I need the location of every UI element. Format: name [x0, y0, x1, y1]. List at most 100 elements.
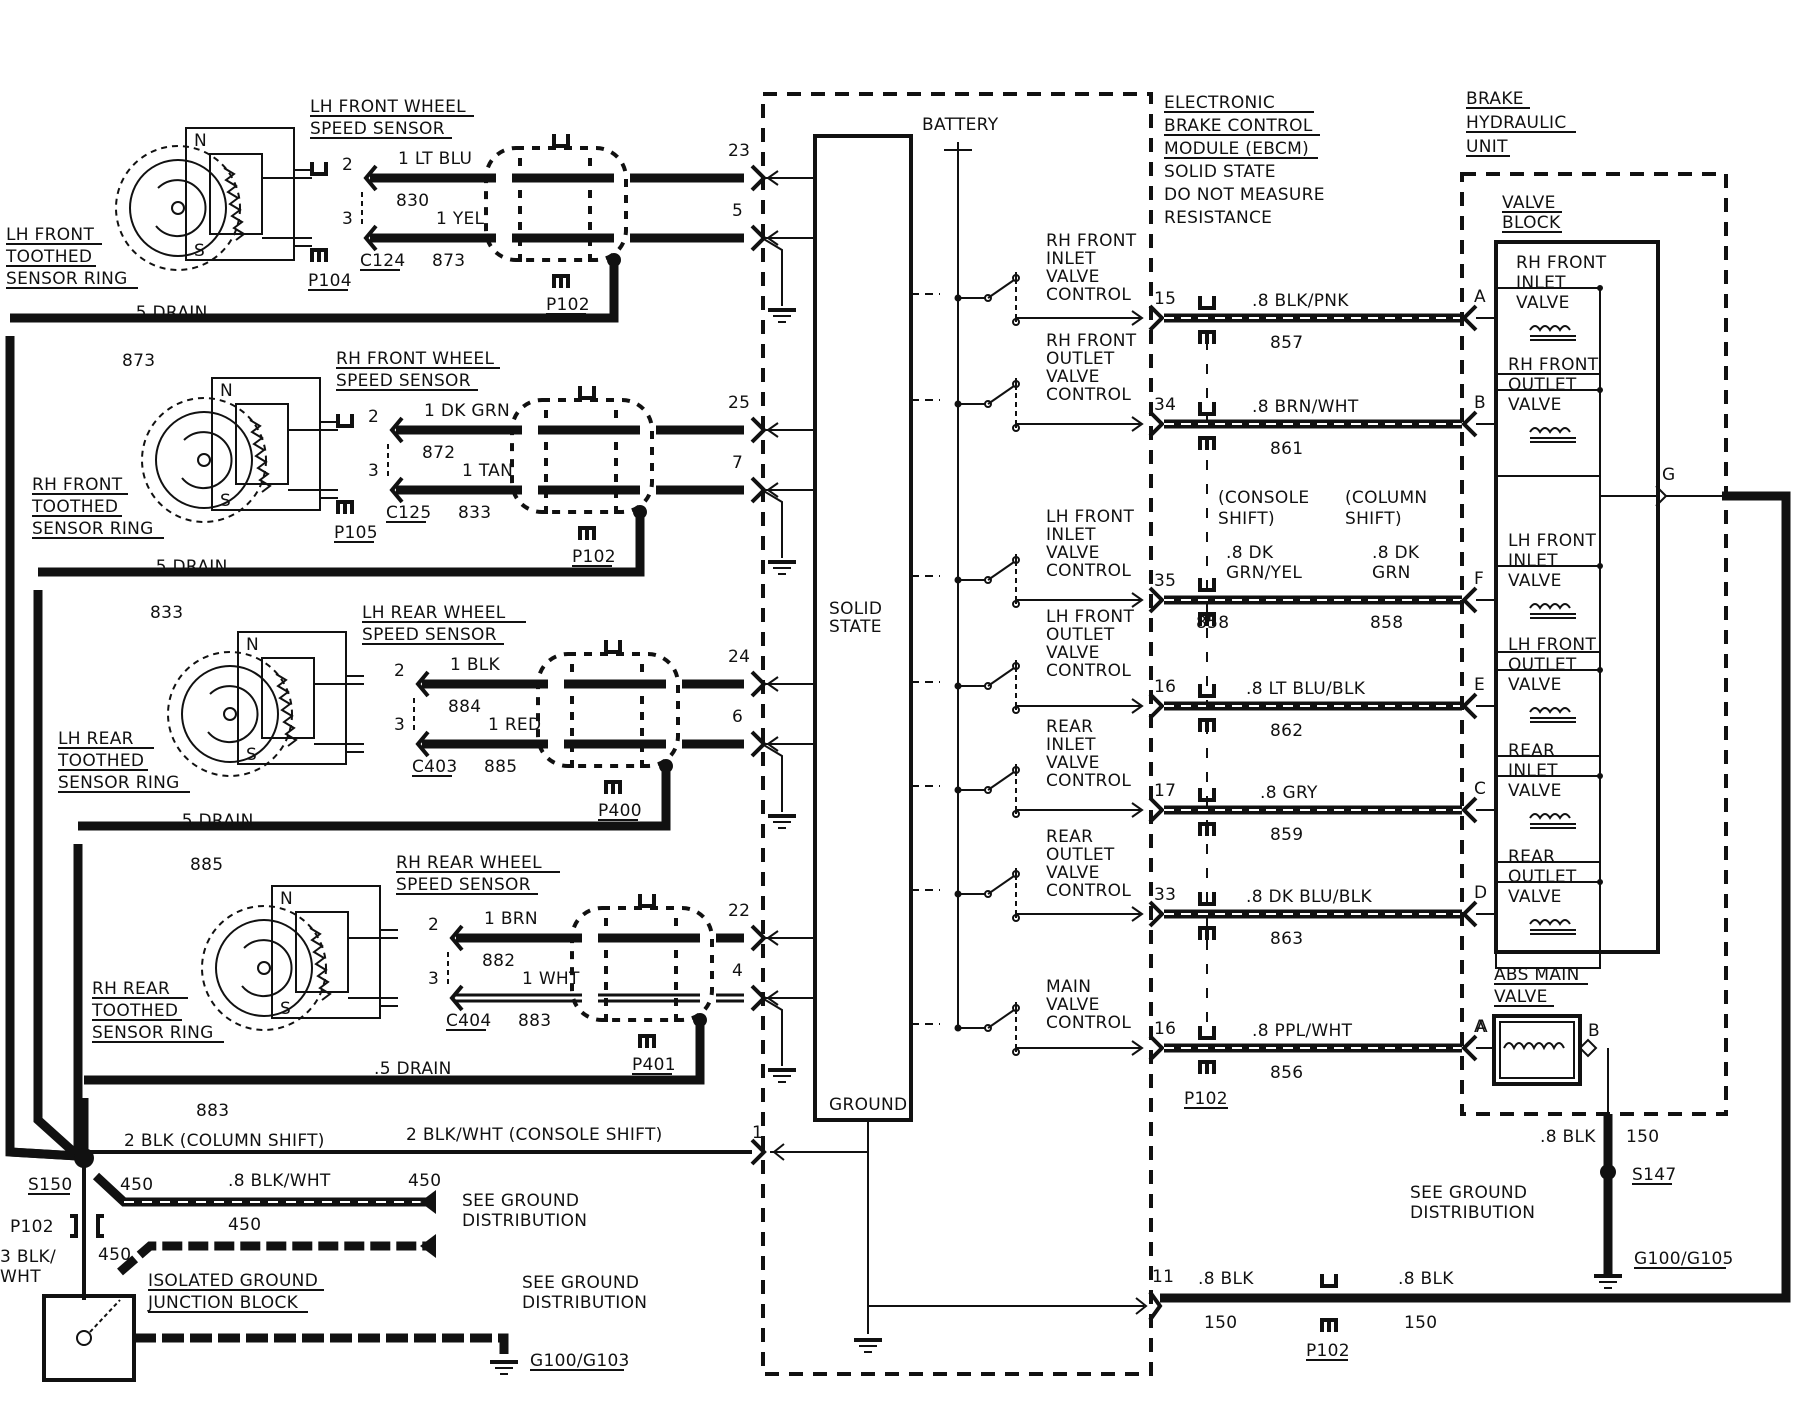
control-label-1: LH FRONT — [1046, 607, 1134, 627]
drain-collector-2 — [33, 590, 82, 1160]
bhu-valve-label-2: INLET — [1516, 273, 1566, 293]
sensor-connector-label: P104 — [308, 271, 352, 291]
connector-bottom — [449, 984, 464, 1012]
control-arrow — [1131, 698, 1144, 714]
control-label-3: VALVE — [1046, 753, 1100, 773]
pin-connector — [1148, 410, 1165, 438]
sensor-pin-bottom: 3 — [368, 461, 379, 481]
sensor-ring-label-1: LH FRONT — [6, 225, 94, 245]
p102-conn-bot-icon — [1198, 1060, 1216, 1076]
pin-connector — [1148, 796, 1165, 824]
ecu-connector-bot — [750, 730, 767, 758]
control-circuit: 862 — [1270, 721, 1303, 741]
control-wire-label: .8 BLK/PNK — [1252, 291, 1349, 311]
p102-ground-conn-bot — [1320, 1318, 1338, 1334]
g105-label: G100/G105 — [1634, 1249, 1734, 1269]
ground-label: GROUND — [829, 1095, 907, 1115]
shield-conn-bot-icon — [552, 274, 570, 290]
wire-450-label: .8 BLK/WHT — [228, 1171, 331, 1191]
drain-wire — [10, 260, 619, 323]
ecu-ground-icon — [766, 814, 798, 830]
bhu-valve-node — [1597, 387, 1603, 393]
sensor-title-2: SPEED SENSOR — [362, 625, 497, 645]
bhu-connector — [1461, 796, 1478, 824]
s150-label: S150 — [28, 1175, 72, 1195]
ecu-ground-icon — [766, 1068, 798, 1084]
bhu-valve-coil-icon — [1529, 707, 1571, 714]
bhu-dashed-enclosure — [1460, 172, 1728, 1116]
p102-ground-conn-top — [1320, 1272, 1338, 1288]
ecu-pin-top: 25 — [728, 393, 750, 413]
p102-ground-split — [70, 1214, 78, 1238]
bhu-terminal: D — [1474, 883, 1487, 903]
bhu-valve-label-1: RH FRONT — [1508, 355, 1599, 375]
control-label-4: CONTROL — [1046, 385, 1131, 405]
control-label-2: VALVE — [1046, 995, 1100, 1015]
ebcm-dashed-enclosure — [761, 92, 1153, 1376]
see-ground-distribution-3-l1: SEE GROUND — [1410, 1183, 1527, 1203]
shield-enclosure — [536, 652, 680, 768]
control-arrow — [1131, 416, 1144, 432]
blk-wht-label-2: WHT — [0, 1267, 41, 1287]
bhu-valve-label-1: LH FRONT — [1508, 531, 1596, 551]
sensor-conn-bot-icon — [310, 248, 328, 264]
wire-label-top: 1 BRN — [484, 909, 538, 929]
control-label-3: VALVE — [1046, 267, 1100, 287]
pin11-arrow — [1135, 1297, 1148, 1315]
drain-label: .5 DRAIN — [150, 557, 228, 577]
wire-label-bottom: 1 TAN — [462, 461, 513, 481]
pin-connector — [1148, 692, 1165, 720]
sensor-ring-label-1: RH REAR — [92, 979, 170, 999]
control-arrow — [1131, 592, 1144, 608]
ecu-pin-top: 23 — [728, 141, 750, 161]
control-label-3: CONTROL — [1046, 1013, 1131, 1033]
abs-main-valve-inner — [1499, 1021, 1575, 1079]
ebcm-ground-icon — [852, 1338, 884, 1354]
p102-conn-top-icon — [1198, 294, 1216, 310]
control-label-4: CONTROL — [1046, 285, 1131, 305]
sensor-title-1: RH FRONT WHEEL — [336, 349, 494, 369]
bhu-valve-label-3: VALVE — [1516, 293, 1570, 313]
g103-ground-icon — [488, 1360, 520, 1376]
ecu-ground-lead — [761, 489, 783, 558]
sensor-conn-bot-icon — [336, 500, 354, 516]
pin1-connector — [750, 1138, 767, 1166]
connector-bottom — [415, 730, 430, 758]
wire-450-b — [117, 1241, 430, 1276]
pin-connector — [1148, 586, 1165, 614]
ecu-ground-icon — [766, 560, 798, 576]
control-label-4: CONTROL — [1046, 661, 1131, 681]
circuit-bottom: 883 — [518, 1011, 551, 1031]
control-label-2: OUTLET — [1046, 349, 1115, 369]
bhu-valve-label-1: RH FRONT — [1516, 253, 1607, 273]
isolated-ground-label-1: ISOLATED GROUND — [148, 1271, 318, 1291]
wire-label-bottom: 1 YEL — [436, 209, 485, 229]
control-label-2: OUTLET — [1046, 625, 1115, 645]
drain-wire — [78, 766, 671, 831]
wire-450-a-arrow — [420, 1190, 436, 1214]
pole-s: S — [280, 999, 291, 1019]
sensor-magnet — [295, 911, 349, 993]
ecu-pin-top: 24 — [728, 647, 750, 667]
control-label-2: INLET — [1046, 735, 1096, 755]
bhu-terminal: A — [1474, 287, 1486, 307]
ground-circuit-b: 150 — [1404, 1313, 1437, 1333]
abs-ground-circuit: 150 — [1626, 1127, 1659, 1147]
g-terminal-label: G — [1662, 465, 1675, 485]
control-arrow — [1131, 802, 1144, 818]
control-label-1: RH FRONT — [1046, 231, 1137, 251]
shield-connector-label: P401 — [632, 1055, 676, 1075]
circuit-450-b: 450 — [408, 1171, 441, 1191]
pin-connector — [1148, 1034, 1165, 1062]
control-pin: 15 — [1154, 289, 1176, 309]
ecu-pin-bottom: 5 — [732, 201, 743, 221]
bhu-terminal: A — [1474, 1017, 1486, 1037]
ebcm-note-2: DO NOT MEASURE — [1164, 185, 1325, 205]
s147-label: S147 — [1632, 1165, 1676, 1185]
connector-label: C404 — [446, 1011, 492, 1031]
drain-wire — [84, 1020, 705, 1085]
sensor-title-2: SPEED SENSOR — [336, 371, 471, 391]
